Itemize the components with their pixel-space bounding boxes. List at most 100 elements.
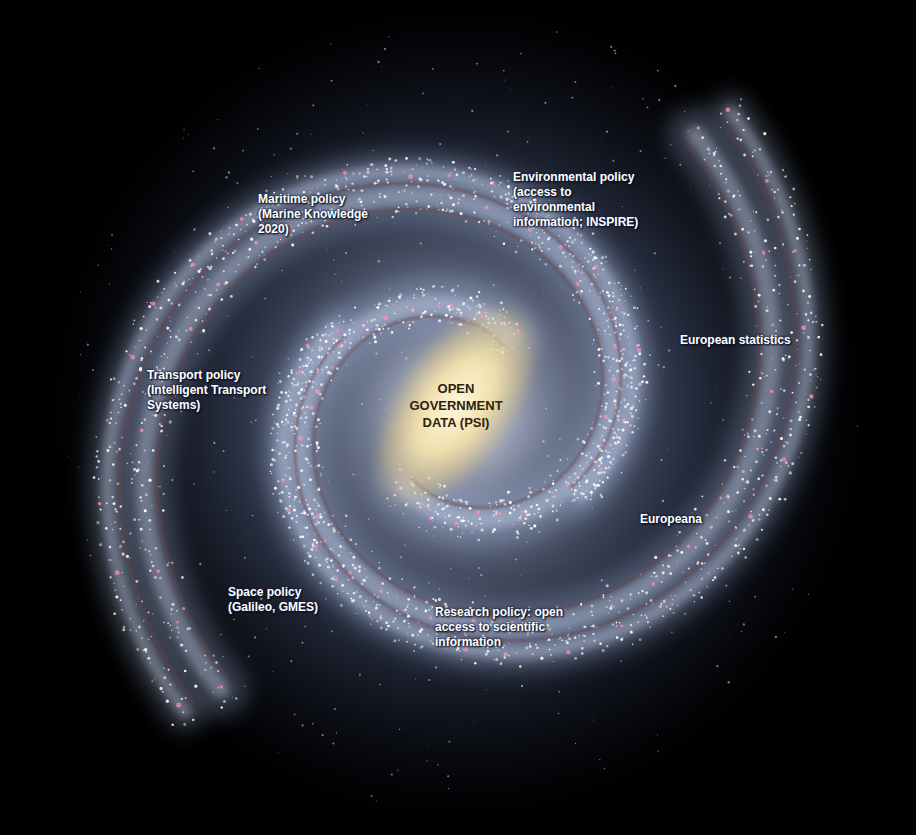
star xyxy=(148,305,151,308)
star xyxy=(166,564,169,567)
star xyxy=(378,302,381,305)
star xyxy=(376,324,379,327)
star xyxy=(502,499,505,502)
star xyxy=(739,195,741,197)
star xyxy=(307,437,310,440)
star xyxy=(287,421,289,423)
star xyxy=(552,482,555,485)
star xyxy=(275,450,276,451)
star xyxy=(399,320,400,321)
star xyxy=(408,598,410,600)
spiral-arms xyxy=(68,31,858,801)
star xyxy=(506,207,509,210)
star xyxy=(706,542,709,545)
nebula-dot xyxy=(362,325,365,328)
star xyxy=(614,442,617,445)
star xyxy=(272,493,274,495)
star xyxy=(529,491,532,494)
star xyxy=(168,669,170,671)
star xyxy=(316,450,318,452)
nebula-dot xyxy=(687,545,690,548)
star xyxy=(125,350,127,352)
star xyxy=(657,579,658,580)
star xyxy=(598,354,600,356)
star xyxy=(141,540,142,541)
nebula-dot xyxy=(106,419,108,421)
star xyxy=(434,298,436,300)
star xyxy=(588,452,589,453)
nebula-dot xyxy=(476,510,480,514)
star xyxy=(499,182,501,184)
star xyxy=(744,434,745,435)
star xyxy=(629,343,630,344)
star xyxy=(223,700,226,703)
star xyxy=(420,288,422,290)
star xyxy=(159,577,162,580)
star xyxy=(98,478,100,480)
star xyxy=(472,299,475,302)
nebula-dot xyxy=(594,265,598,269)
star xyxy=(328,335,330,337)
star xyxy=(761,451,763,453)
star xyxy=(538,244,540,246)
star xyxy=(478,300,480,302)
star xyxy=(601,579,603,581)
star xyxy=(136,470,139,473)
star xyxy=(519,517,521,519)
star xyxy=(100,508,102,510)
star xyxy=(619,323,622,326)
star xyxy=(153,415,154,416)
star xyxy=(406,606,408,608)
star xyxy=(472,179,475,182)
star xyxy=(302,536,304,538)
star xyxy=(312,542,315,545)
star xyxy=(182,711,184,713)
star xyxy=(593,442,595,444)
star xyxy=(209,294,211,296)
star xyxy=(277,404,280,407)
star xyxy=(315,557,316,558)
star xyxy=(462,533,464,535)
star xyxy=(252,220,255,223)
star xyxy=(387,328,389,330)
star xyxy=(608,369,610,371)
star xyxy=(528,487,531,490)
star xyxy=(458,499,460,501)
star xyxy=(122,553,125,556)
star xyxy=(394,312,396,314)
star xyxy=(106,449,109,452)
star xyxy=(720,173,722,175)
star xyxy=(469,168,470,169)
star xyxy=(431,162,433,164)
star xyxy=(273,459,276,462)
star xyxy=(501,181,503,183)
galaxy-disk xyxy=(33,0,883,835)
star xyxy=(151,681,152,682)
star xyxy=(504,503,506,505)
star xyxy=(490,178,492,180)
star xyxy=(421,291,423,293)
star xyxy=(371,551,372,552)
star xyxy=(576,291,579,294)
star xyxy=(343,547,345,549)
star xyxy=(408,321,409,322)
star xyxy=(452,161,455,164)
star xyxy=(637,344,640,347)
star xyxy=(782,357,785,360)
star xyxy=(602,426,604,428)
star xyxy=(561,286,562,287)
star xyxy=(618,360,621,363)
star xyxy=(254,266,256,268)
star xyxy=(496,504,497,505)
star xyxy=(99,543,102,546)
star xyxy=(349,342,352,345)
star xyxy=(456,174,459,177)
star xyxy=(475,525,476,526)
star xyxy=(612,295,615,298)
star xyxy=(548,248,550,250)
star xyxy=(313,539,316,542)
star xyxy=(204,669,207,672)
star xyxy=(407,598,410,601)
star xyxy=(544,263,547,266)
star xyxy=(594,487,596,489)
